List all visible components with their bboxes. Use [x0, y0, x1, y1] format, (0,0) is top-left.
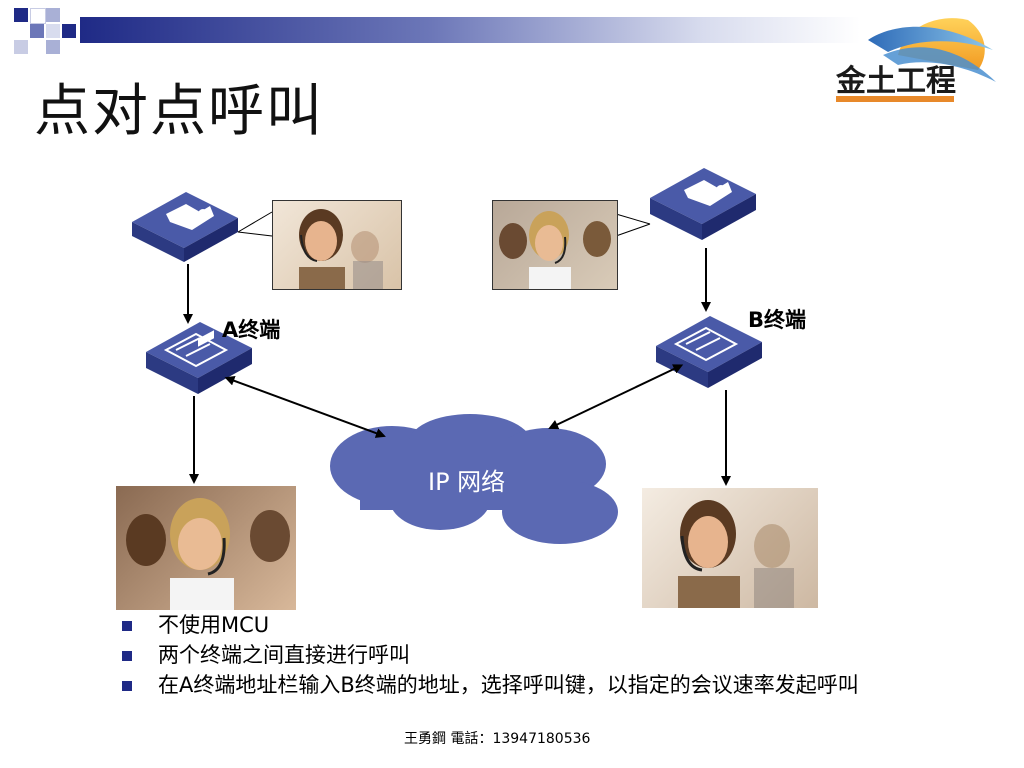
- camera-device-a-icon: [132, 192, 238, 262]
- photo-bottom-left: [116, 486, 296, 610]
- bullet-square-icon: [122, 621, 132, 631]
- ip-network-label: IP 网络: [428, 468, 506, 496]
- logo-underline: [836, 96, 954, 102]
- photo-top-left: [272, 200, 402, 290]
- bullet-square-icon: [122, 681, 132, 691]
- camera-device-b-icon: [650, 168, 756, 240]
- list-item: 不使用MCU: [118, 612, 958, 639]
- terminal-b-label: B终端: [748, 308, 807, 332]
- bullet-square-icon: [122, 651, 132, 661]
- bullet-list: 不使用MCU 两个终端之间直接进行呼叫 在A终端地址栏输入B终端的地址，选择呼叫…: [118, 612, 958, 702]
- terminal-device-b-icon: [656, 316, 762, 388]
- terminal-device-a-icon: [146, 322, 252, 394]
- ip-network-cloud: [330, 414, 618, 544]
- logo-icon: [868, 18, 996, 82]
- logo-text: 金土工程: [836, 64, 956, 99]
- footer-contact: 王勇鋼 電話：13947180536: [404, 731, 591, 747]
- photo-bottom-right: [642, 488, 818, 608]
- list-item: 在A终端地址栏输入B终端的地址，选择呼叫键，以指定的会议速率发起呼叫: [118, 672, 958, 699]
- list-item: 两个终端之间直接进行呼叫: [118, 642, 958, 669]
- terminal-a-label: A终端: [222, 318, 281, 342]
- photo-top-right: [492, 200, 618, 290]
- header-decoration: [0, 0, 1024, 60]
- page-title: 点对点呼叫: [34, 79, 324, 144]
